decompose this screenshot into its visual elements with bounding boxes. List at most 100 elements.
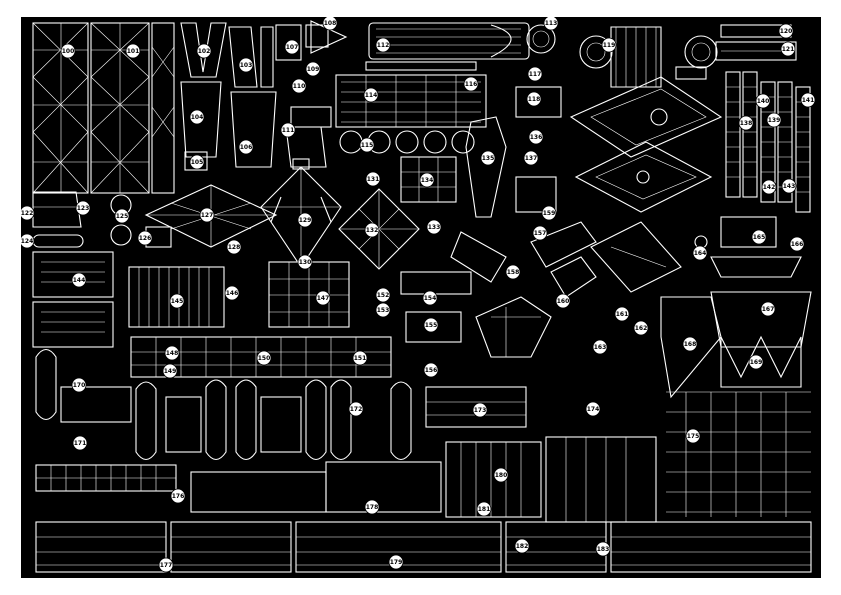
part-number-circle	[162, 363, 178, 379]
part-number-circle	[751, 229, 767, 245]
part-number-circle	[365, 171, 381, 187]
part-number-label: 119	[603, 42, 616, 49]
part-number-circle	[505, 264, 521, 280]
part-number-label: 132	[366, 227, 379, 234]
part-number-label: 153	[377, 307, 390, 314]
crane-gantry	[400, 221, 597, 358]
part-number-label: 123	[77, 205, 90, 212]
part-number-label: 151	[354, 355, 367, 362]
part-number-badge-110: 110	[291, 78, 307, 94]
part-number-label: 148	[166, 350, 179, 357]
part-number-circle	[226, 239, 242, 255]
part-number-label: 141	[802, 97, 815, 104]
part-number-circle	[778, 23, 794, 39]
part-number-label: 111	[282, 127, 295, 134]
part-number-circle	[426, 219, 442, 235]
part-number-label: 135	[482, 155, 495, 162]
part-number-label: 137	[525, 155, 538, 162]
part-number-circle	[238, 139, 254, 155]
part-number-badge-132: 132	[364, 222, 380, 238]
part-number-circle	[199, 207, 215, 223]
part-number-label: 175	[687, 433, 700, 440]
part-number-circle	[71, 377, 87, 393]
part-number-circle	[692, 245, 708, 261]
part-number-label: 174	[587, 406, 600, 413]
part-number-label: 179	[390, 559, 403, 566]
part-number-circle	[528, 129, 544, 145]
part-number-label: 144	[73, 277, 86, 284]
part-number-circle	[543, 17, 559, 31]
part-number-circle	[760, 301, 776, 317]
part-number-badge-106: 106	[238, 139, 254, 155]
part-number-circle	[352, 350, 368, 366]
part-number-badge-144: 144	[71, 272, 87, 288]
part-number-circle	[527, 66, 543, 82]
part-number-badge-125: 125	[114, 208, 130, 224]
part-number-circle	[71, 272, 87, 288]
part-number-label: 163	[594, 344, 607, 351]
part-number-label: 160	[557, 298, 570, 305]
part-number-badge-119: 119	[601, 37, 617, 53]
part-number-badge-175: 175	[685, 428, 701, 444]
part-number-badge-162: 162	[633, 320, 649, 336]
part-number-circle	[170, 488, 186, 504]
part-number-circle	[363, 87, 379, 103]
fret-artwork: 1001011021031041051061071081091101111121…	[21, 17, 816, 573]
part-number-circle	[375, 302, 391, 318]
part-number-label: 133	[428, 224, 441, 231]
part-number-badge-152: 152	[375, 287, 391, 303]
part-number-badge-153: 153	[375, 302, 391, 318]
part-number-badge-130: 130	[297, 254, 313, 270]
part-number-label: 126	[139, 235, 152, 242]
part-number-circle	[755, 93, 771, 109]
part-number-label: 114	[365, 92, 378, 99]
part-number-circle	[463, 76, 479, 92]
part-number-circle	[137, 230, 153, 246]
part-number-label: 161	[616, 311, 629, 318]
part-number-circle	[359, 137, 375, 153]
part-number-badge-116: 116	[463, 76, 479, 92]
part-number-badge-163: 163	[592, 339, 608, 355]
part-number-label: 110	[293, 83, 306, 90]
part-number-badge-151: 151	[352, 350, 368, 366]
part-number-circle	[614, 306, 630, 322]
part-number-label: 143	[783, 183, 796, 190]
part-number-badge-157: 157	[532, 225, 548, 241]
part-number-circle	[297, 254, 313, 270]
part-number-circle	[472, 402, 488, 418]
part-number-label: 171	[74, 440, 87, 447]
part-number-circle	[256, 350, 272, 366]
part-number-circle	[348, 401, 364, 417]
part-number-badge-164: 164	[692, 245, 708, 261]
part-number-label: 112	[377, 42, 390, 49]
part-number-label: 166	[791, 241, 804, 248]
part-number-label: 118	[528, 96, 541, 103]
part-number-circle	[189, 154, 205, 170]
part-number-circle	[297, 212, 313, 228]
part-number-badge-112: 112	[375, 37, 391, 53]
part-number-badge-154: 154	[422, 290, 438, 306]
part-number-badge-102: 102	[196, 43, 212, 59]
lifeboat-hulls	[35, 348, 412, 461]
part-number-label: 140	[757, 98, 770, 105]
grating-panels	[32, 251, 392, 378]
part-number-label: 100	[62, 48, 75, 55]
top-middle-parts	[275, 20, 530, 168]
part-number-badge-138: 138	[738, 115, 754, 131]
part-number-circle	[480, 150, 496, 166]
part-number-circle	[523, 150, 539, 166]
part-number-circle	[526, 91, 542, 107]
part-number-label: 157	[534, 230, 547, 237]
part-number-label: 181	[478, 506, 491, 513]
part-number-label: 149	[164, 368, 177, 375]
part-number-label: 150	[258, 355, 271, 362]
part-number-badge-159: 159	[541, 205, 557, 221]
part-number-badge-166: 166	[789, 236, 805, 252]
part-number-circle	[781, 178, 797, 194]
part-number-circle	[364, 499, 380, 515]
part-number-circle	[114, 208, 130, 224]
part-number-badge-131: 131	[365, 171, 381, 187]
part-number-badge-103: 103	[238, 57, 254, 73]
part-number-circle	[541, 205, 557, 221]
part-number-circle	[291, 78, 307, 94]
